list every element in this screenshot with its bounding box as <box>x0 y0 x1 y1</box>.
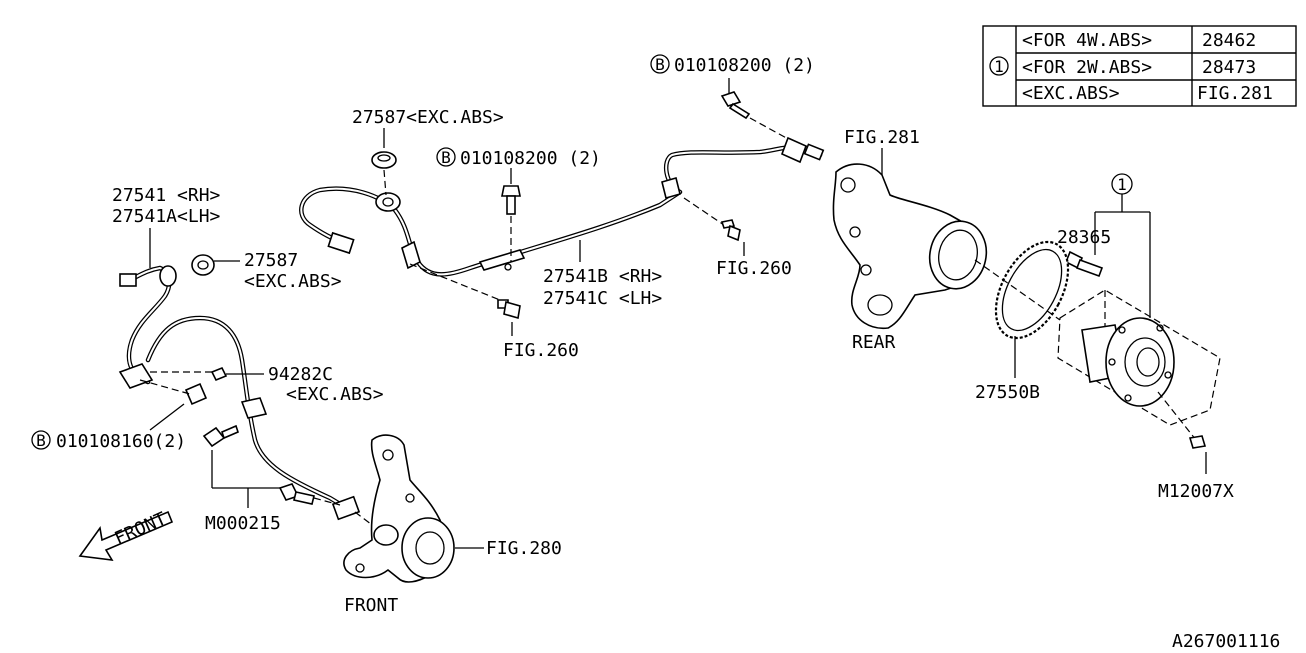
reference-table: 1 <FOR 4W.ABS> 28462 <FOR 2W.ABS> 28473 … <box>982 25 1297 107</box>
grommet-27587-side: 27587 <EXC.ABS> <box>191 250 342 292</box>
tone-ring-label: 27550B <box>975 382 1040 403</box>
clip-label-2: <EXC.ABS> <box>286 384 384 405</box>
fig280-label: FIG.280 <box>486 538 562 559</box>
grommet-27587-top: 27587<EXC.ABS> <box>352 107 504 196</box>
front-sensor-27541: 27541 <RH> 27541A<LH> <box>112 185 393 541</box>
rear-hub-assembly: 1 28365 27550B M12007X <box>974 173 1234 502</box>
bolt-top-label: 010108200 (2) <box>674 55 815 76</box>
front-knuckle-label: FRONT <box>344 595 398 616</box>
harness-labels: 27541B <RH> 27541C <LH> <box>543 240 662 309</box>
grommet-top-label: 27587<EXC.ABS> <box>352 107 504 128</box>
bolt-fig260-lower: FIG.260 <box>409 263 579 361</box>
fig260-right-label: FIG.260 <box>716 258 792 279</box>
bolt-010108200-top: B 010108200 (2) <box>650 54 815 141</box>
grommet-side-label-2: <EXC.ABS> <box>244 271 342 292</box>
hub-bolt-label: M12007X <box>1158 481 1234 502</box>
rear-knuckle-fig281: FIG.281 REAR <box>832 127 988 353</box>
table-ref-number: 1 <box>994 57 1004 76</box>
bolt-010108160: B 010108160(2) <box>31 379 208 452</box>
harness-lh-label: 27541C <LH> <box>543 288 662 309</box>
sensor-lh-label: 27541A<LH> <box>112 206 221 227</box>
m000215-label: M000215 <box>205 513 281 534</box>
table-row-1-condition: <FOR 4W.ABS> <box>1022 30 1152 51</box>
front-knuckle-fig280: FIG.280 FRONT <box>343 434 562 616</box>
bolt-010108200-middle: B 010108200 (2) <box>436 147 601 262</box>
bolt-fig260-right: FIG.260 <box>683 197 792 279</box>
table-row-3-condition: <EXC.ABS> <box>1022 83 1120 104</box>
bolt-top-prefix: B <box>655 55 665 74</box>
front-direction-arrow: FRONT <box>78 508 174 561</box>
bolt-left-prefix: B <box>36 431 46 450</box>
table-row-2-part: 28473 <box>1202 57 1256 78</box>
front-arrow-label: FRONT <box>111 508 169 549</box>
clip-label-1: 94282C <box>268 364 333 385</box>
fig260-lower-label: FIG.260 <box>503 340 579 361</box>
fig281-label: FIG.281 <box>844 127 920 148</box>
harness-rh-label: 27541B <RH> <box>543 266 662 287</box>
bolts-m000215: M000215 <box>202 424 341 534</box>
callout-1-label: 1 <box>1117 175 1127 194</box>
diagram-id: A267001116 <box>1172 631 1280 652</box>
table-row-2-condition: <FOR 2W.ABS> <box>1022 57 1152 78</box>
sensor-rh-label: 27541 <RH> <box>112 185 221 206</box>
grommet-side-label-1: 27587 <box>244 250 298 271</box>
rear-label: REAR <box>852 332 896 353</box>
table-row-3-part: FIG.281 <box>1197 83 1273 104</box>
bolt-mid-prefix: B <box>441 148 451 167</box>
bolt-left-label: 010108160(2) <box>56 431 186 452</box>
rear-harness-27541b <box>299 136 825 277</box>
bolt-28365-label: 28365 <box>1057 227 1111 248</box>
table-row-1-part: 28462 <box>1202 30 1256 51</box>
clip-94282c: 94282C <EXC.ABS> <box>150 364 384 405</box>
table-ref-symbol <box>989 56 1009 76</box>
bolt-mid-label: 010108200 (2) <box>460 148 601 169</box>
